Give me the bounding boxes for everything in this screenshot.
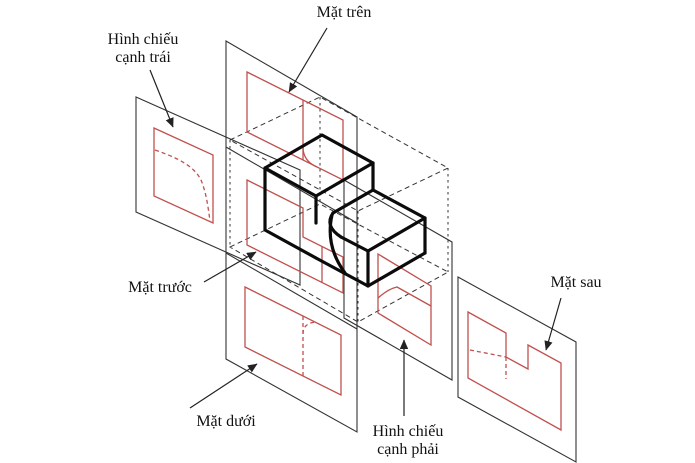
projection-front-view <box>246 178 344 295</box>
label-front-face: Mặt trước <box>128 279 192 296</box>
back-plane <box>457 276 577 463</box>
label-left-side-projection-line1: Hình chiếu <box>107 31 179 48</box>
projection-bottom-view <box>244 285 342 397</box>
object-low-box-top-face <box>339 188 427 253</box>
label-top-face: Mặt trên <box>316 4 372 21</box>
glass-box-dashed-edges <box>228 96 450 323</box>
object-low-box-bottom-edges <box>314 251 427 288</box>
arrow-mat-tren <box>288 27 328 93</box>
label-right-side-projection-line1: Hình chiếu <box>372 423 444 440</box>
left-projection-plane <box>135 96 301 286</box>
projection-top-view <box>246 70 344 182</box>
label-bottom-face: Mặt dưới <box>196 413 256 430</box>
label-right-side-projection: Hình chiếu cạnh phải <box>352 423 464 458</box>
projection-planes <box>135 40 577 463</box>
arrow-mat-sau <box>544 297 562 351</box>
red-projections <box>153 70 562 432</box>
center-plane-stack <box>225 40 358 433</box>
arrow-mat-duoi <box>189 363 258 409</box>
arrow-mat-truoc <box>203 251 257 283</box>
label-right-side-projection-line2: cạnh phải <box>377 440 439 458</box>
projection-left-side-view <box>153 126 214 225</box>
label-arrows <box>149 27 562 416</box>
object-step-inner-edge <box>331 188 375 215</box>
projection-back-view <box>467 310 562 432</box>
label-left-side-projection-line2: cạnh trái <box>115 48 171 66</box>
object-fillet-silhouette-curve <box>328 213 347 275</box>
object-3d <box>263 133 427 288</box>
front-bottom-plane-divider <box>225 252 358 330</box>
projection-right-side-view <box>377 252 432 347</box>
label-back-face: Mặt sau <box>550 274 602 291</box>
label-left-side-projection: Hình chiếu cạnh trái <box>92 31 194 66</box>
box-top-diamond <box>228 96 450 212</box>
arrow-canh-trai <box>149 69 174 128</box>
object-tall-box-left-front <box>263 166 318 260</box>
